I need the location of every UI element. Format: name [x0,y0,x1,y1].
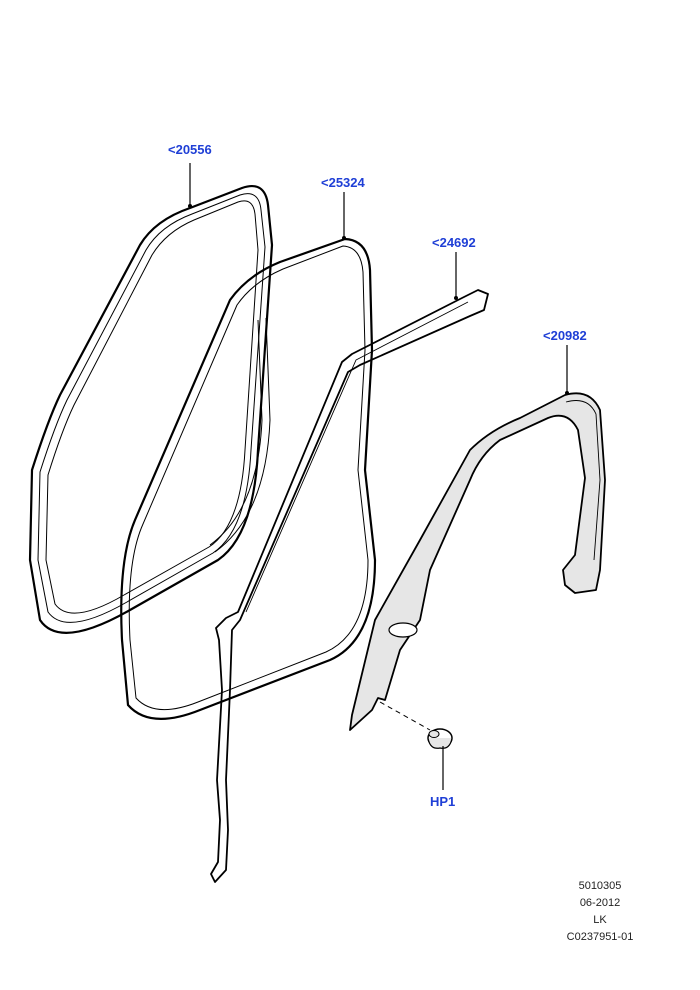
fastener-clip[interactable] [427,728,453,749]
weather-strip[interactable] [210,289,489,883]
drawing-date: 06-2012 [579,897,621,909]
drawing-code: LK [593,914,607,926]
assembly-dash-line [379,701,431,731]
inner-door-seal[interactable] [120,237,377,720]
callout-strip[interactable]: <24692 [432,235,476,250]
leader-dot-seal-inner [342,236,346,240]
drawing-number: 5010305 [578,880,622,892]
callout-seal-inner[interactable]: <25324 [321,175,365,190]
leader-dot-seal-outer [188,204,192,208]
drawing-reference: C0237951-01 [566,931,634,943]
callout-trim[interactable]: <20982 [543,328,587,343]
drawing-info-block: 5010305 06-2012 LK C0237951-01 [545,878,655,946]
callout-seal-outer[interactable]: <20556 [168,142,212,157]
outer-door-seal[interactable] [28,184,274,634]
pillar-trim[interactable] [349,392,606,731]
callout-fastener[interactable]: HP1 [430,794,456,809]
leader-dot-trim [565,391,569,395]
leader-dot-strip [454,296,458,300]
